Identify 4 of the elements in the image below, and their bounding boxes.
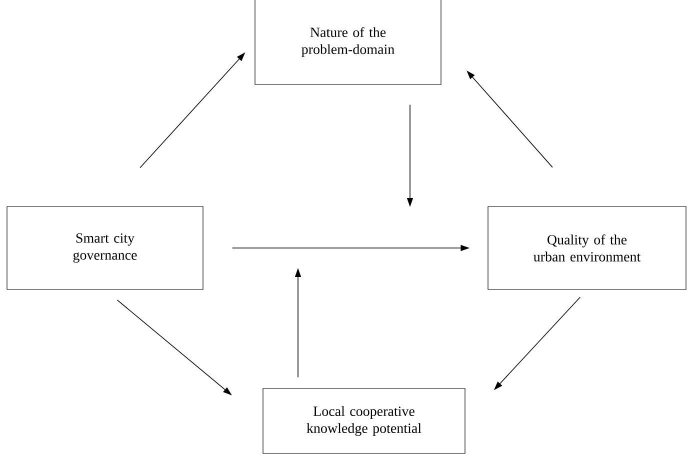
text-box: Nature of the problem-domain <box>254 0 442 85</box>
text-box: Quality of the urban environment <box>488 206 686 290</box>
text-box: Smart city governance <box>6 206 204 290</box>
text-box: Local cooperative knowledge potential <box>262 388 466 454</box>
